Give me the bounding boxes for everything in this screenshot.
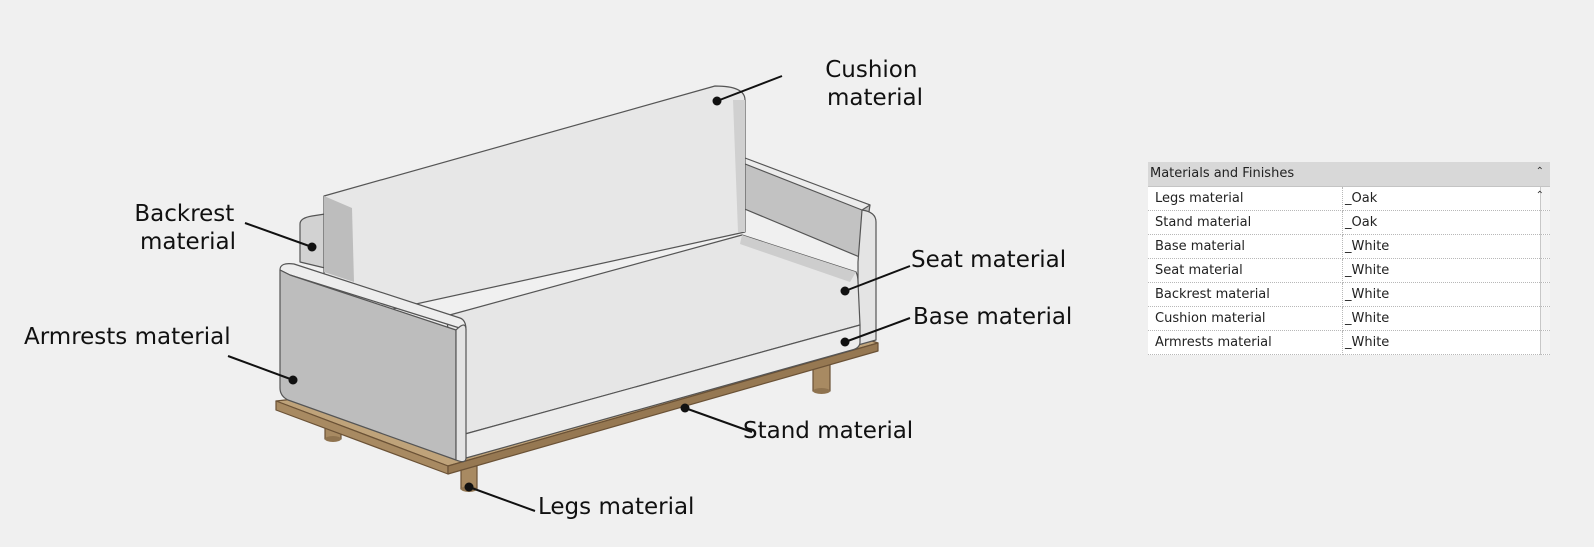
dot-seat: [840, 286, 850, 296]
callout-stand: Stand material: [680, 403, 913, 444]
leader-seat: [844, 265, 911, 292]
property-browse-button[interactable]: [1540, 234, 1550, 259]
property-name: Base material: [1148, 234, 1343, 259]
property-row[interactable]: Seat material_White: [1148, 258, 1550, 283]
callout-cushion: Cushion material: [712, 57, 925, 111]
chevron-up-double-icon[interactable]: ⌃⌃: [1535, 166, 1544, 201]
backrest-left-stub: [299, 213, 326, 269]
sofa-cushion: [323, 85, 746, 319]
base-front: [464, 324, 861, 459]
property-row[interactable]: Cushion material_White: [1148, 306, 1550, 331]
property-row[interactable]: Legs material_Oak: [1148, 187, 1550, 211]
stand-right-face: [447, 342, 879, 475]
sofa-base: [464, 324, 861, 459]
property-name: Backrest material: [1148, 282, 1343, 307]
property-browse-button[interactable]: [1540, 330, 1550, 355]
callout-seat: Seat material: [840, 247, 1066, 296]
property-value[interactable]: _White: [1342, 282, 1541, 307]
dot-base: [840, 337, 850, 347]
label-stand: Stand material: [743, 418, 913, 444]
label-cushion: Cushion material: [825, 57, 925, 111]
property-value[interactable]: _White: [1342, 306, 1541, 331]
label-backrest: Backrest material: [134, 201, 241, 255]
callout-backrest: Backrest material: [134, 201, 317, 255]
property-row[interactable]: Stand material_Oak: [1148, 210, 1550, 235]
property-name: Armrests material: [1148, 330, 1343, 355]
property-name: Cushion material: [1148, 306, 1343, 331]
property-name: Stand material: [1148, 210, 1343, 235]
seat-top: [445, 234, 861, 435]
property-name: Legs material: [1148, 187, 1343, 211]
property-value[interactable]: _White: [1342, 258, 1541, 283]
label-armrests: Armrests material: [24, 324, 231, 350]
dot-legs: [464, 482, 474, 492]
leg-back-left-foot: [325, 436, 341, 442]
properties-group-title: Materials and Finishes: [1150, 166, 1295, 181]
sofa-right-armrest: [734, 157, 877, 346]
sofa-left-armrest: [279, 263, 467, 463]
callout-legs: Legs material: [464, 482, 694, 520]
label-base: Base material: [913, 304, 1072, 330]
label-cushion-line2: material: [827, 85, 923, 111]
property-row[interactable]: Backrest material_White: [1148, 282, 1550, 307]
right-armrest-front: [857, 209, 877, 346]
label-seat: Seat material: [911, 247, 1066, 273]
leader-backrest: [244, 222, 313, 248]
leg-back-right-foot: [813, 388, 830, 394]
callout-base: Base material: [840, 304, 1072, 347]
property-browse-button[interactable]: [1540, 306, 1550, 331]
property-value[interactable]: _Oak: [1342, 210, 1541, 235]
property-browse-button[interactable]: [1540, 210, 1550, 235]
cushion-front: [323, 85, 746, 319]
label-backrest-line2: material: [140, 229, 236, 255]
leader-base: [844, 317, 911, 343]
cushion-left-shadow: [324, 196, 354, 282]
property-row[interactable]: Base material_White: [1148, 234, 1550, 259]
sofa-backrest: [299, 213, 326, 269]
leader-legs: [468, 486, 536, 512]
seat-shadow: [740, 235, 856, 282]
property-browse-button[interactable]: [1540, 187, 1550, 211]
dot-stand: [680, 403, 690, 413]
leader-armrests: [227, 355, 294, 381]
property-browse-button[interactable]: [1540, 258, 1550, 283]
dot-backrest: [307, 242, 317, 252]
properties-group-header[interactable]: Materials and Finishes ⌃⌃: [1148, 162, 1550, 201]
sofa-seat: [445, 234, 861, 435]
property-value[interactable]: _White: [1342, 330, 1541, 355]
property-value[interactable]: _White: [1342, 234, 1541, 259]
dot-cushion: [712, 96, 722, 106]
property-row[interactable]: Armrests material_White: [1148, 330, 1550, 355]
cushion-right-shadow: [733, 100, 745, 232]
leader-cushion: [716, 75, 783, 102]
dot-armrests: [288, 375, 298, 385]
property-browse-button[interactable]: [1540, 282, 1550, 307]
property-value[interactable]: _Oak: [1342, 187, 1541, 211]
left-armrest-front: [455, 324, 467, 463]
callout-armrests: Armrests material: [24, 324, 298, 385]
leader-stand: [684, 407, 753, 433]
materials-properties-panel: Materials and Finishes ⌃⌃ Legs material_…: [1148, 162, 1550, 355]
label-backrest-line1: Backrest: [134, 201, 234, 227]
label-legs: Legs material: [538, 494, 694, 520]
property-name: Seat material: [1148, 258, 1343, 283]
label-cushion-line1: Cushion: [825, 57, 917, 83]
